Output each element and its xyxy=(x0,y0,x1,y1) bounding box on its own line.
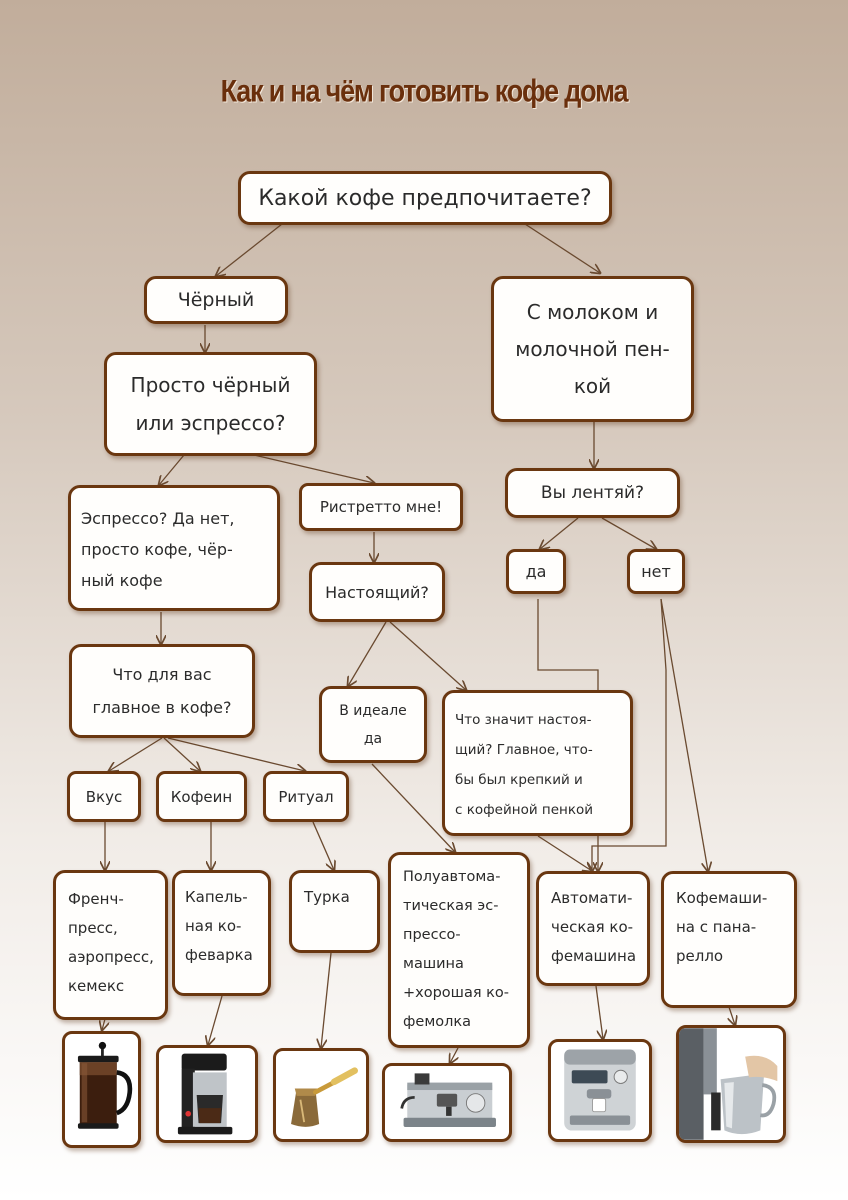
edge-ritual-turka xyxy=(312,821,334,870)
option-black: Чёрный xyxy=(144,276,288,324)
question-main-in-coffee: Что для вас главное в кофе? xyxy=(69,644,255,738)
edge-lazy-no xyxy=(601,517,656,549)
edge-real-ideal xyxy=(348,621,387,686)
edge-ideal-semi xyxy=(371,763,455,852)
edge-lazy-yes xyxy=(540,517,579,549)
answer-ideally-yes: В идеале да xyxy=(319,686,427,763)
edge-no-auto xyxy=(592,598,667,871)
edge-french-image xyxy=(102,1018,105,1030)
result-panarello-machine: Кофемаши- на с пана- релло xyxy=(661,871,797,1008)
node-text: Эспрессо? Да нет, просто кофе, чёр- ный … xyxy=(81,509,235,590)
edge-what-auto xyxy=(537,835,592,871)
option-with-milk: С молоком и молочной пен- кой xyxy=(491,276,694,422)
page-title: Как и на чём готовить кофе дома xyxy=(220,73,629,109)
option-ritual: Ритуал xyxy=(263,771,349,822)
edge-auto-image xyxy=(595,985,603,1039)
edge-main-taste xyxy=(109,737,163,771)
edge-turka-image xyxy=(321,952,332,1048)
question-preferred-coffee: Какой кофе предпочитаете? xyxy=(238,171,612,225)
edge-prefer-milk xyxy=(524,223,600,273)
edge-prefer-black xyxy=(216,223,283,276)
edge-question-ristretto xyxy=(253,454,374,483)
question-real: Настоящий? xyxy=(309,562,445,622)
node-text: Что значит настоя- щий? Главное, что- бы… xyxy=(455,712,594,818)
result-automatic-machine: Автомати- ческая ко- фемашина xyxy=(536,871,650,986)
option-caffeine: Кофеин xyxy=(156,771,247,822)
node-text: да xyxy=(525,562,547,581)
drip-coffee-maker-icon xyxy=(177,1053,233,1135)
milk-pitcher-icon xyxy=(679,1028,778,1140)
node-text: Кофеин xyxy=(170,787,233,806)
edge-semi-image xyxy=(450,1047,458,1063)
node-text: Автомати- ческая ко- фемашина xyxy=(551,889,637,965)
result-drip-coffee-maker: Капель- ная ко- феварка xyxy=(172,870,271,996)
node-text: Вкус xyxy=(85,787,123,806)
node-text: Просто чёрный или эспрессо? xyxy=(130,373,291,435)
result-semi-auto-espresso: Полуавтома- тическая эс- прессо- машина … xyxy=(388,852,530,1048)
answer-yes: да xyxy=(506,549,566,594)
node-text: нет xyxy=(641,562,671,581)
automatic-coffee-machine-icon xyxy=(564,1049,636,1131)
node-text: Ристретто мне! xyxy=(319,498,443,516)
node-text: Полуавтома- тическая эс- прессо- машина … xyxy=(403,869,510,1030)
option-taste: Вкус xyxy=(67,771,141,822)
result-turka: Турка xyxy=(289,870,380,953)
node-text: Что для вас главное в кофе? xyxy=(92,665,232,717)
node-text: В идеале да xyxy=(339,702,407,747)
question-are-you-lazy: Вы лентяй? xyxy=(505,468,680,518)
node-text: Ритуал xyxy=(278,787,334,806)
espresso-machine-image xyxy=(382,1063,512,1142)
option-ristretto: Ристретто мне! xyxy=(299,483,463,531)
node-text: Френч- пресс, аэропресс, кемекс xyxy=(68,890,154,995)
node-text: Кофемаши- на с пана- релло xyxy=(676,889,768,965)
answer-no: нет xyxy=(627,549,685,594)
option-espresso-no: Эспрессо? Да нет, просто кофе, чёр- ный … xyxy=(68,485,280,611)
node-text: Вы лентяй? xyxy=(540,483,645,503)
edge-panarello-image xyxy=(729,1006,735,1025)
answer-what-is-real: Что значит настоя- щий? Главное, что- бы… xyxy=(442,690,633,836)
node-text: Турка xyxy=(304,888,350,906)
edge-question-espresso xyxy=(159,454,185,485)
edge-main-caffeine xyxy=(163,737,200,771)
node-text: Настоящий? xyxy=(325,582,429,602)
edge-drip-image xyxy=(208,995,223,1045)
turka-image xyxy=(273,1048,369,1142)
french-press-image xyxy=(62,1031,141,1148)
automatic-coffee-machine-image xyxy=(548,1039,652,1142)
node-text: Капель- ная ко- феварка xyxy=(185,888,253,964)
result-french-press: Френч- пресс, аэропресс, кемекс xyxy=(53,870,168,1020)
question-black-or-espresso: Просто чёрный или эспрессо? xyxy=(104,352,317,456)
french-press-icon xyxy=(77,1041,133,1129)
node-text: С молоком и молочной пен- кой xyxy=(515,299,670,398)
turka-icon xyxy=(291,1067,358,1127)
node-text: Какой кофе предпочитаете? xyxy=(258,185,592,211)
edge-main-ritual xyxy=(167,737,305,771)
milk-pitcher-image xyxy=(676,1025,786,1143)
espresso-machine-icon xyxy=(400,1073,496,1127)
edge-no-panarello xyxy=(660,598,708,871)
drip-coffee-maker-image xyxy=(156,1045,258,1143)
node-text: Чёрный xyxy=(177,289,255,311)
edge-real-what xyxy=(389,621,466,690)
